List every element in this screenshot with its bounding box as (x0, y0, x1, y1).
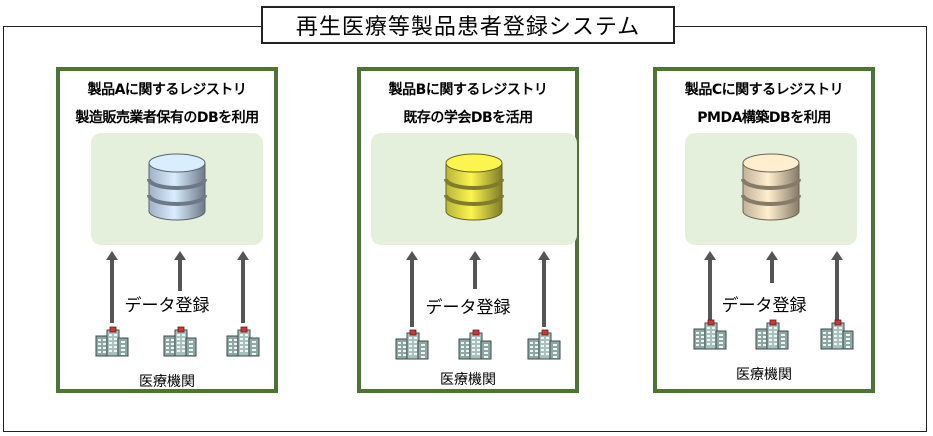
medical-institution-label: 医療機関 (736, 367, 792, 383)
hospital-building-icon (225, 326, 261, 362)
panel-heading: 製品Bに関するレジストリ (388, 82, 548, 98)
arrow-up-icon (406, 251, 418, 331)
hospital-building-icon (754, 319, 790, 355)
medical-institution-label: 医療機関 (440, 372, 496, 388)
hospital-building-icon (692, 319, 728, 355)
hospital-building-icon (526, 329, 562, 365)
arrow-up-icon (237, 251, 249, 327)
hospital-building-icon (94, 326, 130, 362)
hospital-building-icon (162, 326, 198, 362)
arrow-up-icon (831, 251, 843, 325)
database-icon (145, 151, 209, 227)
arrow-up-icon (106, 251, 118, 327)
arrow-up-icon (704, 251, 716, 325)
data-registration-label-wrap: データ登録 (60, 291, 274, 316)
arrow-up-icon (469, 251, 481, 293)
database-icon (739, 151, 803, 227)
panel-heading: 製品Aに関するレジストリ (87, 82, 247, 98)
hospital-building-icon (819, 319, 855, 355)
arrow-up-icon (766, 251, 778, 287)
arrow-up-icon (538, 251, 550, 331)
data-registration-label-wrap: データ登録 (657, 291, 871, 316)
data-registration-label-wrap: データ登録 (361, 293, 575, 318)
medical-institution-label: 医療機関 (139, 374, 195, 390)
panel-subheading: 製造販売業者保有のDBを利用 (75, 110, 259, 126)
registry-panel: 製品Aに関するレジストリ製造販売業者保有のDBを利用 (56, 67, 278, 393)
hospital-building-icon (457, 329, 493, 365)
hospital-building-icon (394, 329, 430, 365)
database-icon (442, 151, 506, 227)
data-registration-label: データ登録 (719, 296, 809, 316)
arrow-up-icon (174, 251, 186, 295)
diagram-title: 再生医療等製品患者登録システム (261, 6, 675, 44)
data-registration-label: データ登録 (122, 296, 212, 316)
panel-subheading: PMDA構築DBを利用 (697, 110, 831, 126)
data-registration-label: データ登録 (423, 298, 513, 318)
registry-panel: 製品Bに関するレジストリ既存の学会DBを活用 (357, 67, 579, 393)
registry-panel: 製品Cに関するレジストリ PMDA構築DBを利用 (653, 67, 875, 393)
panel-heading: 製品Cに関するレジストリ (684, 82, 844, 98)
panel-subheading: 既存の学会DBを活用 (403, 110, 533, 126)
